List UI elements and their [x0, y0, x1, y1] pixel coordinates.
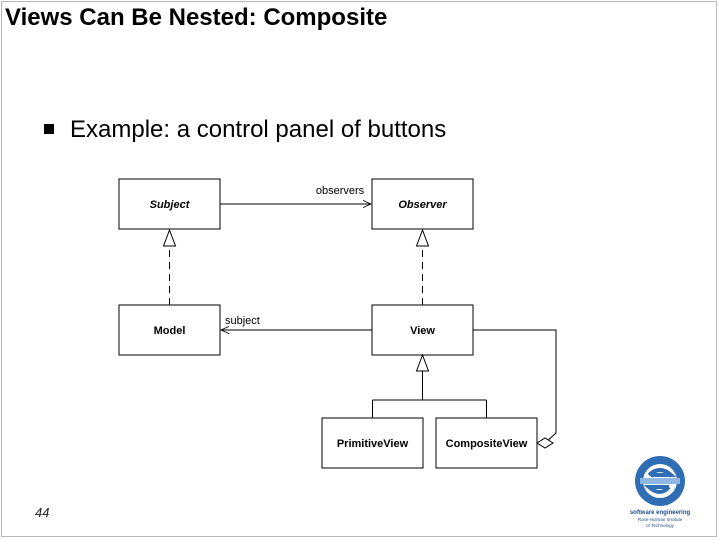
uml-class-diagram: Subject Observer Model View PrimitiveVie… [118, 178, 558, 470]
class-view: View [371, 304, 474, 356]
class-composite-view: CompositeView [435, 417, 538, 469]
bullet-item: Example: a control panel of buttons [44, 116, 446, 144]
logo-text-line3: of Technology [646, 523, 674, 528]
class-subject: Subject [118, 178, 221, 230]
class-model: Model [118, 304, 221, 356]
class-view-name: View [410, 325, 435, 337]
page-number: 44 [35, 505, 50, 520]
bullet-square-icon [44, 123, 54, 134]
subject-label: subject [225, 315, 260, 327]
class-primitive-view-name: PrimitiveView [337, 438, 409, 450]
observers-label: observers [316, 185, 365, 197]
logo-text-line2: Rose-Hulman Institute [638, 517, 683, 522]
bullet-text: Example: a control panel of buttons [70, 116, 447, 143]
class-observer-name: Observer [398, 199, 447, 211]
class-composite-view-name: CompositeView [446, 438, 528, 450]
composite-aggregation-line [473, 329, 557, 444]
logo-text-line1: software engineering [630, 510, 691, 516]
class-primitive-view: PrimitiveView [321, 417, 424, 469]
generalization-lines [372, 371, 487, 418]
view-realization-arrowhead [415, 228, 430, 247]
class-model-name: Model [154, 325, 186, 337]
slide-title: Views Can Be Nested: Composite [5, 4, 388, 31]
software-engineering-logo: software engineering Rose-Hulman Institu… [627, 455, 693, 529]
model-realization-arrowhead [162, 228, 177, 247]
class-subject-name: Subject [150, 199, 191, 211]
class-observer: Observer [371, 178, 474, 230]
aggregation-diamond-icon [536, 437, 554, 449]
